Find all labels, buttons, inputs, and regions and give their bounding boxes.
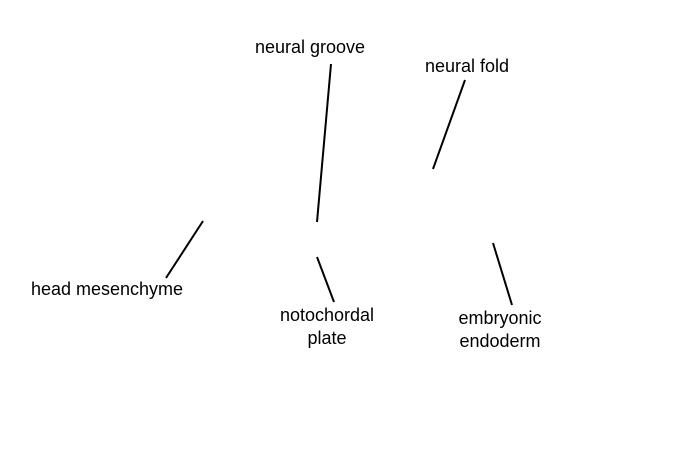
- label-head-mesenchyme-text: head mesenchyme: [30, 279, 184, 299]
- label-neural-groove-text: neural groove: [254, 37, 366, 57]
- label-notochordal-plate: notochordal plate: [262, 304, 392, 350]
- label-neural-fold-text: neural fold: [424, 56, 510, 76]
- leader-line-embryonic-endoderm: [492, 242, 513, 306]
- leader-line-neural-fold: [432, 79, 466, 170]
- label-neural-groove: neural groove: [244, 36, 376, 59]
- leader-line-head-mesenchyme: [165, 220, 204, 279]
- label-embryonic-endoderm-line-1: embryonic: [458, 308, 542, 328]
- leader-line-neural-groove: [316, 63, 332, 223]
- label-neural-fold: neural fold: [412, 55, 522, 78]
- label-notochordal-plate-line-1: notochordal: [279, 305, 375, 325]
- label-notochordal-plate-line-2: plate: [307, 328, 347, 348]
- label-embryonic-endoderm-line-2: endoderm: [459, 331, 541, 351]
- label-head-mesenchyme: head mesenchyme: [14, 278, 200, 301]
- leader-line-notochordal-plate: [316, 256, 335, 303]
- label-embryonic-endoderm: embryonic endoderm: [440, 307, 560, 353]
